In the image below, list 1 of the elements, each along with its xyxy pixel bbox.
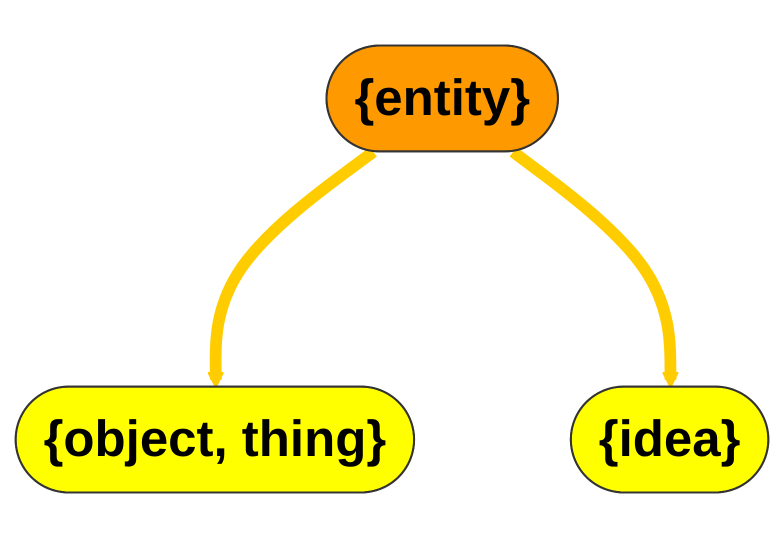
arrow [510, 147, 680, 388]
